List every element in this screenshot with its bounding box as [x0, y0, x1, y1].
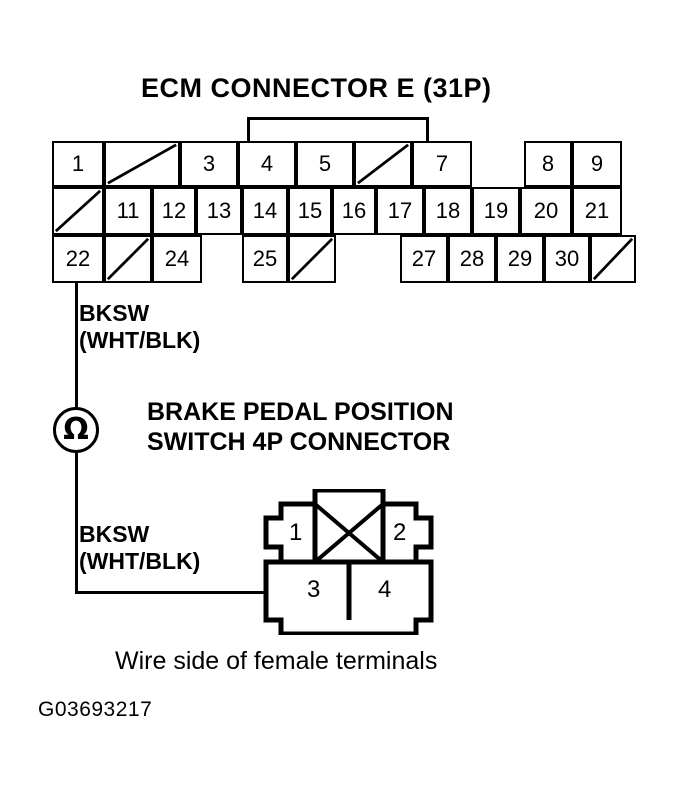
ecm-pin-21[interactable]: 21: [572, 187, 622, 235]
ecm-pin-24[interactable]: 24: [152, 235, 202, 283]
ecm-pin-17[interactable]: 17: [376, 187, 424, 235]
ecm-pin-16[interactable]: 16: [332, 187, 376, 235]
bps-connector-heading: BRAKE PEDAL POSITION SWITCH 4P CONNECTOR: [147, 397, 454, 457]
ecm-pin-blank-6: [354, 141, 412, 187]
ecm-pin-blank-23: [104, 235, 152, 283]
blank-slash-icon: [290, 237, 334, 281]
blank-slash-icon: [357, 143, 409, 185]
ecm-pin-9[interactable]: 9: [572, 141, 622, 187]
ecm-pin-22[interactable]: 22: [52, 235, 104, 283]
part-number: G03693217: [38, 698, 153, 721]
ecm-pin-8[interactable]: 8: [524, 141, 572, 187]
blank-slash-icon: [54, 189, 102, 233]
ecm-pin-27[interactable]: 27: [400, 235, 448, 283]
connector-locking-tab: [247, 117, 429, 143]
bps-pin-3[interactable]: 3: [307, 576, 321, 603]
page-title: ECM CONNECTOR E (31P): [141, 73, 492, 103]
bps-pin-1[interactable]: 1: [289, 519, 303, 546]
bps-connector-outline: [263, 489, 434, 635]
ecm-pin-11[interactable]: 11: [104, 187, 152, 235]
ecm-pin-18[interactable]: 18: [424, 187, 472, 235]
wire-label-top: BKSW (WHT/BLK): [79, 300, 200, 354]
ecm-pin-13[interactable]: 13: [196, 187, 242, 235]
figure-caption: Wire side of female terminals: [115, 647, 438, 675]
wire-meter-to-bps: [75, 453, 78, 594]
blank-slash-icon: [592, 237, 634, 281]
bps-4p-connector-diagram: 1 2 3 4: [263, 489, 435, 635]
ecm-pin-5[interactable]: 5: [296, 141, 354, 187]
ecm-pin-28[interactable]: 28: [448, 235, 496, 283]
bps-heading-line2: SWITCH 4P CONNECTOR: [147, 428, 451, 456]
wire-label-top-line2: (WHT/BLK): [79, 327, 201, 354]
ecm-pin-blank-31: [590, 235, 636, 283]
wire-label-bottom-line1: BKSW: [79, 521, 150, 547]
bps-pin-4[interactable]: 4: [378, 576, 392, 603]
ecm-pin-29[interactable]: 29: [496, 235, 544, 283]
wire-ecm-to-meter: [75, 283, 78, 407]
ecm-pin-19[interactable]: 19: [472, 187, 520, 235]
ecm-pin-blank-26: [288, 235, 336, 283]
ecm-pin-14[interactable]: 14: [242, 187, 288, 235]
ohm-glyph: Ω: [63, 412, 89, 447]
ecm-pin-1[interactable]: 1: [52, 141, 104, 187]
ecm-pin-15[interactable]: 15: [288, 187, 332, 235]
wire-label-bottom-line2: (WHT/BLK): [79, 548, 201, 575]
ecm-pin-blank-2: [104, 141, 180, 187]
ecm-pin-7[interactable]: 7: [412, 141, 472, 187]
ecm-pin-12[interactable]: 12: [152, 187, 196, 235]
ecm-pin-25[interactable]: 25: [242, 235, 288, 283]
ecm-pin-3[interactable]: 3: [180, 141, 238, 187]
ohmmeter-symbol: Ω: [53, 407, 99, 453]
ecm-pin-4[interactable]: 4: [238, 141, 296, 187]
blank-slash-icon: [106, 237, 150, 281]
ecm-pin-blank-10: [52, 187, 104, 235]
ecm-pin-20[interactable]: 20: [520, 187, 572, 235]
ecm-connector-diagram: 1 3 4 5 7 8 9 11 12 13 14 15 16 17: [0, 0, 679, 300]
blank-slash-icon: [107, 143, 177, 185]
bps-heading-line1: BRAKE PEDAL POSITION: [147, 398, 454, 426]
wire-label-top-line1: BKSW: [79, 300, 150, 326]
wire-label-bottom: BKSW (WHT/BLK): [79, 521, 200, 575]
wire-bps-horizontal: [75, 591, 267, 594]
ecm-pin-30[interactable]: 30: [544, 235, 590, 283]
bps-pin-2[interactable]: 2: [393, 519, 407, 546]
